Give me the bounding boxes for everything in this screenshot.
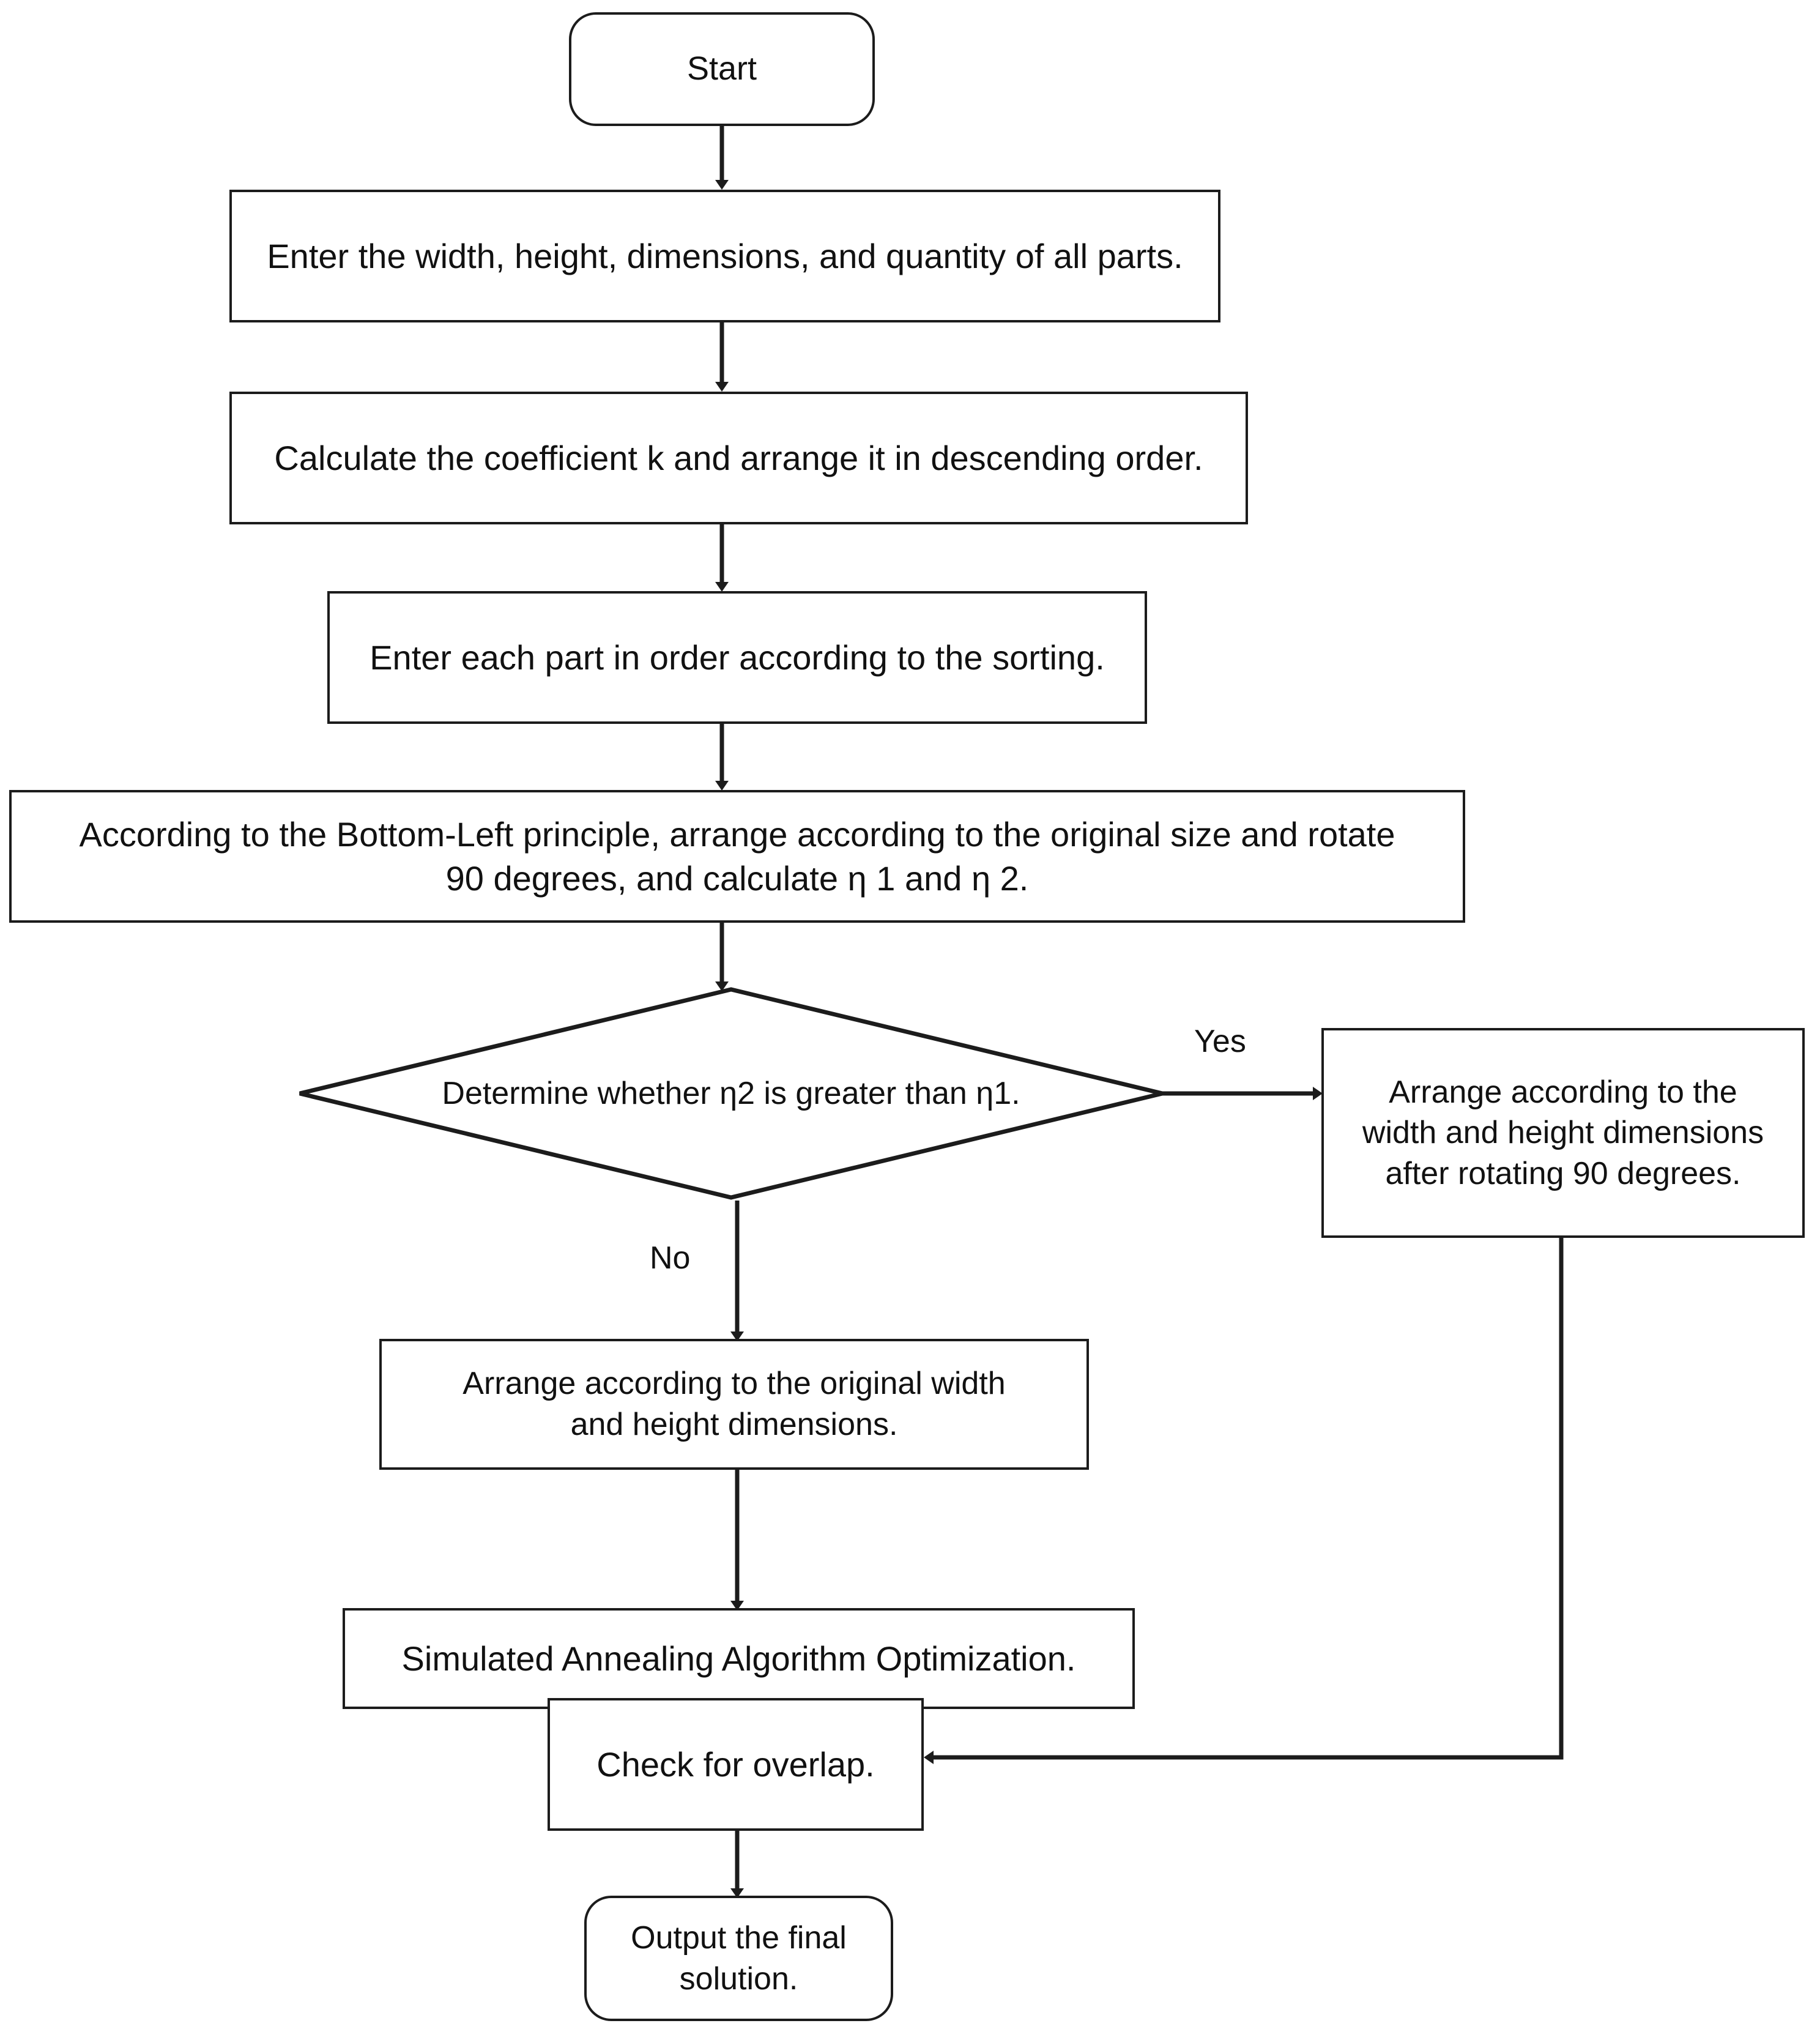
- node-start[interactable]: Start: [569, 12, 875, 126]
- node-check-overlap-label: Check for overlap.: [596, 1745, 875, 1784]
- node-decision-eta[interactable]: Determine whether η2 is greater than η1.: [297, 986, 1165, 1201]
- node-input-parts[interactable]: Enter the width, height, dimensions, and…: [229, 190, 1220, 322]
- node-calculate-coefficient-k[interactable]: Calculate the coefficient k and arrange …: [229, 392, 1248, 524]
- node-output-final-solution[interactable]: Output the final solution.: [584, 1896, 893, 2021]
- node-input-parts-label: Enter the width, height, dimensions, and…: [267, 236, 1183, 275]
- node-original-dimensions[interactable]: Arrange according to the original width …: [379, 1339, 1089, 1470]
- edge-label-yes: Yes: [1194, 1024, 1246, 1059]
- node-simulated-annealing-label: Simulated Annealing Algorithm Optimizati…: [401, 1639, 1076, 1678]
- node-rotated-dimensions-label: Arrange according to the width and heigh…: [1362, 1074, 1764, 1191]
- node-output-final-solution-label: Output the final solution.: [631, 1920, 847, 1997]
- node-rotated-dimensions[interactable]: Arrange according to the width and heigh…: [1321, 1028, 1805, 1238]
- node-enter-each-part-label: Enter each part in order according to th…: [370, 638, 1105, 677]
- node-start-label: Start: [686, 50, 757, 88]
- node-calculate-coefficient-k-label: Calculate the coefficient k and arrange …: [274, 438, 1203, 477]
- edge-label-no: No: [650, 1240, 691, 1276]
- decision-diamond-shape: [299, 987, 1163, 1200]
- node-check-overlap[interactable]: Check for overlap.: [548, 1698, 924, 1831]
- node-enter-each-part[interactable]: Enter each part in order according to th…: [327, 591, 1147, 724]
- node-simulated-annealing[interactable]: Simulated Annealing Algorithm Optimizati…: [343, 1608, 1135, 1709]
- node-bottom-left-principle-label: According to the Bottom-Left principle, …: [79, 814, 1395, 898]
- node-original-dimensions-label: Arrange according to the original width …: [462, 1366, 1006, 1442]
- node-bottom-left-principle[interactable]: According to the Bottom-Left principle, …: [9, 790, 1465, 923]
